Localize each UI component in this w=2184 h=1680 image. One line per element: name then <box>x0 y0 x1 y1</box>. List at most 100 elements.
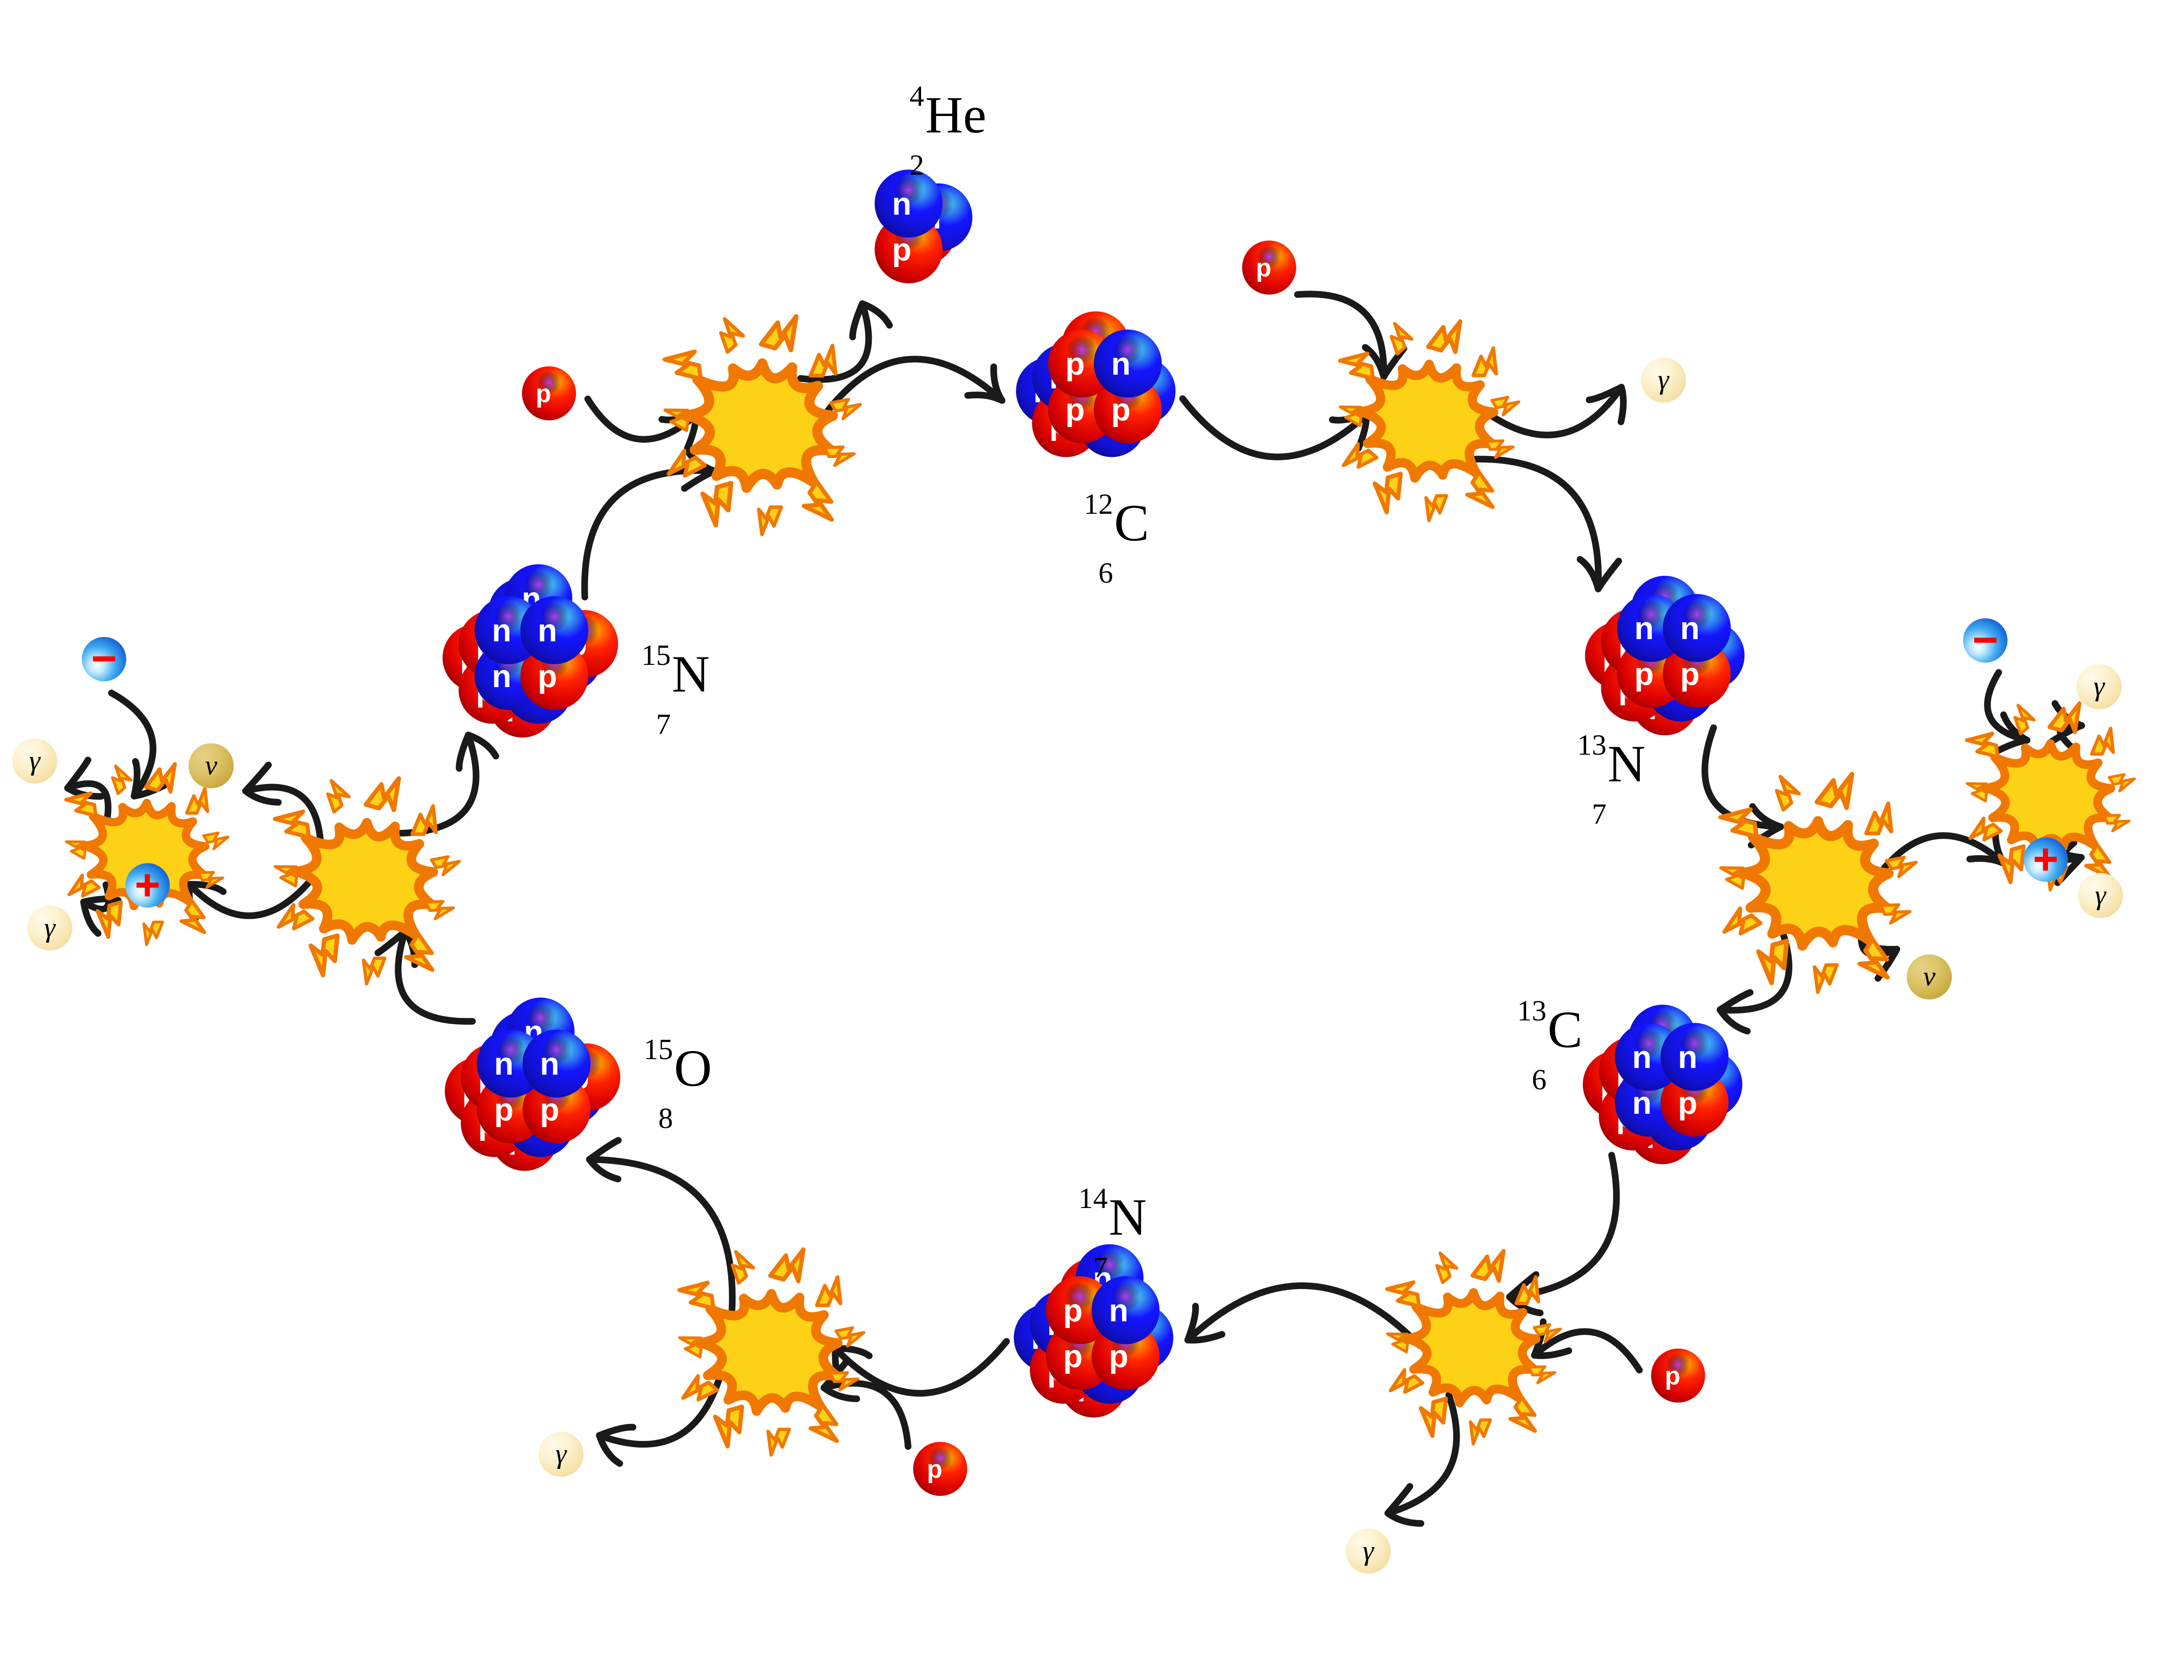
element-symbol: He <box>925 86 986 144</box>
svg-text:p: p <box>1063 1339 1082 1374</box>
neutrino-particle: ν <box>187 742 235 790</box>
element-symbol: C <box>1114 494 1149 552</box>
electron-particle <box>1962 617 2008 664</box>
atomic-number: 7 <box>656 708 671 740</box>
atomic-number: 2 <box>909 148 924 181</box>
arrow-electron-into-far-left-burst <box>108 689 170 800</box>
neutron-sphere: n <box>874 169 943 238</box>
neutron-sphere: n <box>522 1029 591 1098</box>
reaction-burst-c13-plus-proton-to-n14 <box>1374 1247 1574 1447</box>
svg-text:p: p <box>1634 656 1654 692</box>
gamma-particle: γ <box>2076 872 2124 920</box>
mass-number: 14 <box>1078 1182 1108 1215</box>
atomic-number: 6 <box>1531 1063 1547 1096</box>
arrow-left-burst-to-neutrino <box>242 761 325 850</box>
neutron-sphere: n <box>1660 1022 1729 1092</box>
neutron-sphere: n <box>1093 329 1162 398</box>
mass-number: 13 <box>1577 729 1607 762</box>
positron-particle <box>2023 836 2069 883</box>
element-symbol: O <box>674 1039 712 1097</box>
svg-text:γ: γ <box>1363 1535 1375 1566</box>
reaction-burst-positron-electron-annihilation <box>53 760 240 947</box>
svg-text:n: n <box>537 613 557 648</box>
reaction-burst-positron-electron-annihilation <box>1954 699 2147 892</box>
neutrino-particle: ν <box>1905 953 1953 1001</box>
neutron-sphere: n <box>520 596 589 665</box>
atomic-number: 6 <box>1098 556 1113 589</box>
arrow-bottom-left-burst-to-o15 <box>586 1137 736 1313</box>
arrow-top-right-burst-to-gamma <box>1480 384 1627 439</box>
mass-number: 15 <box>643 1033 673 1066</box>
gamma-particle: γ <box>2075 663 2123 711</box>
gamma-particle: γ <box>26 904 74 952</box>
svg-text:n: n <box>1634 611 1654 646</box>
gamma-particle: γ <box>1344 1527 1392 1575</box>
reaction-burst-n15-plus-proton-to-c12-he4 <box>649 312 875 537</box>
svg-text:n: n <box>1632 1040 1651 1075</box>
mass-number: 4 <box>909 80 924 113</box>
svg-text:n: n <box>492 613 511 648</box>
svg-text:p: p <box>1665 1362 1680 1390</box>
svg-text:n: n <box>892 186 911 222</box>
arrow-bottom-right-burst-to-n14 <box>1184 1282 1423 1349</box>
svg-text:n: n <box>1678 1040 1697 1075</box>
svg-text:p: p <box>536 380 551 408</box>
element-symbol: C <box>1547 1000 1583 1059</box>
svg-text:p: p <box>1680 656 1699 692</box>
positron-particle <box>124 862 171 908</box>
reaction-burst-n14-plus-proton-to-o15 <box>665 1245 878 1458</box>
svg-text:γ: γ <box>2095 879 2107 910</box>
svg-text:p: p <box>1678 1085 1697 1121</box>
neutron-sphere: n <box>1091 1276 1160 1345</box>
svg-text:γ: γ <box>44 912 56 943</box>
reaction-burst-n13-beta-plus-decay <box>1705 769 1931 995</box>
gamma-particle: γ <box>1639 356 1687 404</box>
svg-text:n: n <box>494 1046 513 1082</box>
svg-text:p: p <box>927 1455 942 1484</box>
reaction-burst-o15-beta-plus-decay <box>260 774 473 987</box>
svg-text:p: p <box>1065 392 1085 428</box>
arrow-top-left-burst-to-c12 <box>818 356 1006 422</box>
svg-text:γ: γ <box>2094 670 2106 701</box>
svg-text:p: p <box>1111 392 1130 428</box>
arrow-bottom-right-burst-to-gamma <box>1384 1392 1460 1527</box>
element-symbol: N <box>1109 1188 1147 1246</box>
proton-particle: p <box>521 366 577 421</box>
gamma-particle: γ <box>537 1430 585 1478</box>
svg-text:p: p <box>537 659 557 694</box>
element-symbol: N <box>1607 735 1646 793</box>
mass-number: 12 <box>1083 488 1113 521</box>
svg-text:n: n <box>1680 611 1699 646</box>
svg-text:n: n <box>540 1046 559 1082</box>
svg-text:n: n <box>1109 1293 1128 1328</box>
arrow-bottom-left-burst-to-gamma <box>596 1373 724 1467</box>
svg-text:p: p <box>1109 1339 1128 1374</box>
arrow-top-left-burst-to-he4 <box>797 300 893 383</box>
svg-text:p: p <box>540 1092 559 1128</box>
svg-text:p: p <box>1256 254 1271 282</box>
gamma-particle: γ <box>11 737 59 785</box>
element-symbol: N <box>672 645 710 703</box>
svg-text:n: n <box>1632 1085 1651 1121</box>
reaction-burst-c12-plus-proton-to-n13 <box>1326 317 1532 523</box>
svg-text:p: p <box>1063 1293 1082 1328</box>
svg-text:ν: ν <box>1923 960 1936 992</box>
svg-text:p: p <box>494 1092 513 1128</box>
neutron-sphere: n <box>1662 593 1731 663</box>
mass-number: 15 <box>641 639 671 672</box>
electron-particle <box>81 636 127 682</box>
atomic-number: 7 <box>1093 1251 1108 1284</box>
atomic-number: 7 <box>1591 797 1607 830</box>
